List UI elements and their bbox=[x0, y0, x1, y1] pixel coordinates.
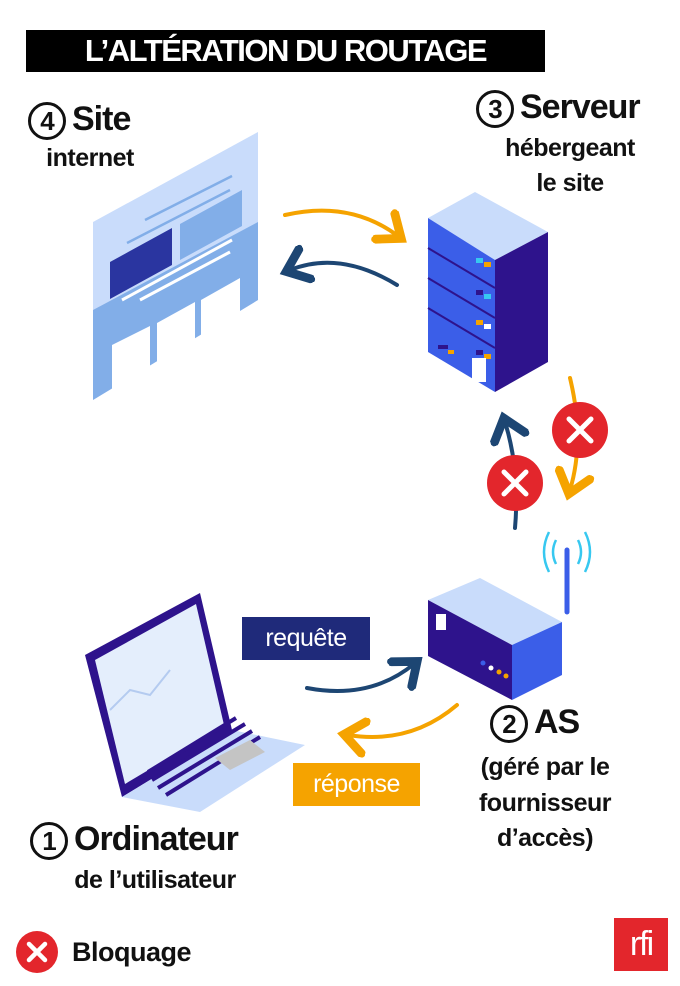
site-label: Site bbox=[72, 100, 131, 138]
request-label: requête bbox=[242, 617, 370, 660]
laptop-icon bbox=[85, 593, 305, 812]
arrow-computer-to-as bbox=[305, 664, 414, 693]
step-number: 3 bbox=[476, 90, 514, 129]
site-sublabel: internet bbox=[46, 144, 134, 172]
step-number: 1 bbox=[30, 822, 68, 861]
as-sublabel-2: fournisseur bbox=[478, 789, 612, 817]
response-label: réponse bbox=[293, 763, 420, 806]
computer-sublabel: de l’utilisateur bbox=[74, 866, 236, 894]
server-label: Serveur bbox=[520, 88, 641, 126]
blocked-icon bbox=[487, 455, 543, 511]
arrow-site-to-server bbox=[283, 208, 398, 236]
computer-label: Ordinateur bbox=[74, 820, 239, 858]
server-sublabel-1: hébergeant bbox=[505, 134, 635, 162]
as-sublabel-1: (géré par le bbox=[480, 753, 610, 781]
step-number: 4 bbox=[28, 102, 66, 141]
legend-blocked-label: Bloquage bbox=[72, 937, 192, 967]
as-label: AS bbox=[534, 703, 580, 741]
arrow-as-to-computer bbox=[348, 703, 459, 737]
blocked-icon bbox=[552, 402, 608, 458]
rfi-logo: rfi bbox=[614, 918, 668, 971]
website-icon bbox=[93, 132, 258, 400]
server-icon bbox=[427, 192, 548, 392]
wifi-signal-icon bbox=[542, 531, 592, 573]
page-title: L’ALTÉRATION DU ROUTAGE bbox=[26, 30, 545, 72]
server-sublabel-2: le site bbox=[536, 169, 604, 197]
step-number: 2 bbox=[490, 705, 528, 744]
router-icon bbox=[428, 531, 592, 700]
as-sublabel-3: d’accès) bbox=[496, 824, 594, 852]
arrow-server-to-site bbox=[290, 263, 399, 287]
legend-blocked-icon bbox=[16, 931, 58, 973]
